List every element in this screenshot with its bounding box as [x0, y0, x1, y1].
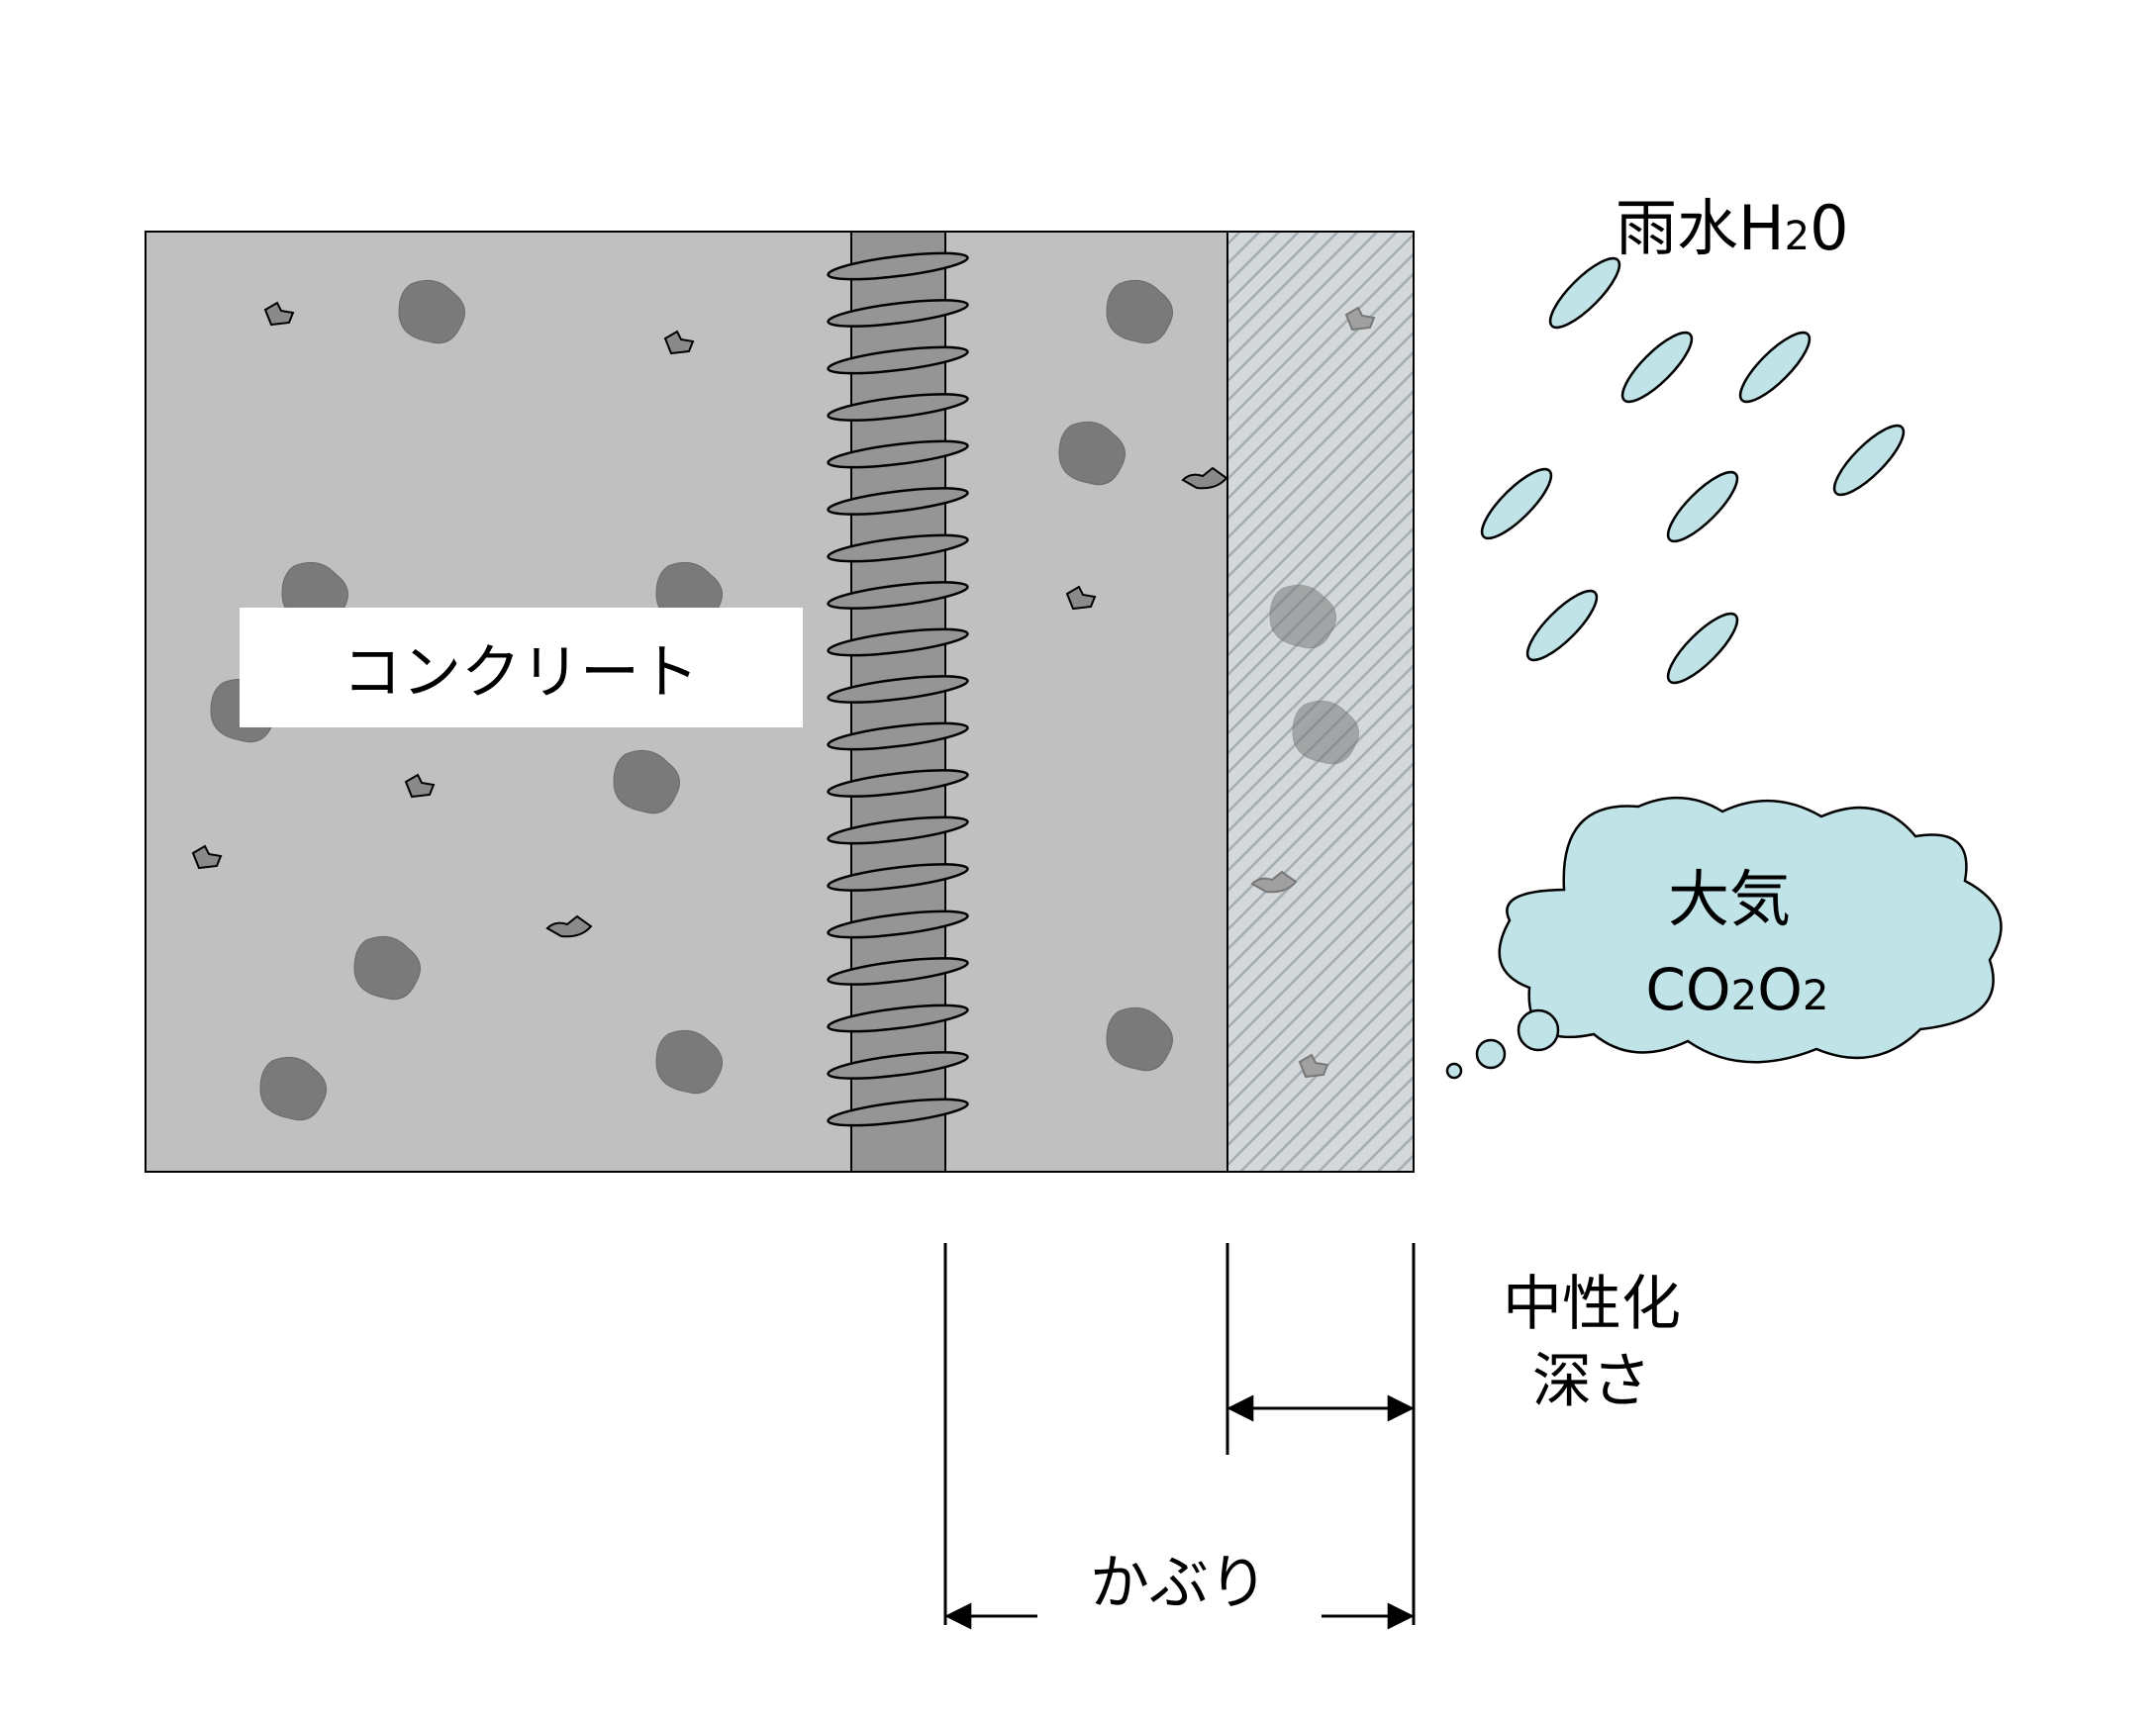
rebar-rib	[827, 675, 969, 704]
rebar	[827, 231, 969, 1173]
rebar-rib	[827, 909, 969, 939]
carbonation-depth-label-line2: 深さ	[1532, 1347, 1651, 1416]
rain-label-tail: 0	[1810, 192, 1848, 264]
rain-label: 雨水H20	[1616, 192, 1849, 264]
o2-text: O	[1757, 956, 1803, 1023]
rebar-rib	[827, 439, 969, 469]
raindrop-icon	[1480, 467, 1553, 540]
rebar-rib	[827, 863, 969, 892]
rebar-rib	[827, 721, 969, 751]
thought-bubble-medium	[1475, 1038, 1507, 1070]
cover-label: かぶり	[1090, 1549, 1268, 1618]
carbonation-depth-label-line1: 中性化	[1503, 1270, 1681, 1339]
concrete-label-box	[240, 608, 803, 727]
concrete-label: コンクリート	[343, 638, 699, 708]
thought-bubble-large	[1517, 1008, 1560, 1052]
rain-label-text: 雨水H	[1616, 192, 1785, 264]
rebar-rib	[827, 1098, 969, 1127]
rebar-rib	[827, 815, 969, 845]
rebar-rib	[827, 769, 969, 798]
rebar-ribs	[827, 251, 969, 1127]
co2-subscript: 2	[1731, 971, 1758, 1019]
rebar-rib	[827, 393, 969, 422]
o2-subscript: 2	[1803, 971, 1829, 1019]
dimension-lines	[943, 1243, 1416, 1630]
rebar-rib	[827, 627, 969, 657]
gases-label: CO2O2	[1645, 956, 1828, 1023]
rebar-rib	[827, 345, 969, 375]
atmosphere-cloud	[1445, 796, 2003, 1080]
rebar-rib	[827, 1051, 969, 1080]
rebar-rib	[827, 251, 969, 281]
rebar-rib	[827, 1004, 969, 1033]
raindrop-icon	[1525, 589, 1599, 662]
rain-label-subscript: 2	[1785, 214, 1810, 259]
fine-aggregates	[191, 301, 1376, 1079]
raindrop-icon	[1738, 331, 1812, 404]
rebar-rib	[827, 533, 969, 563]
thought-bubble-small	[1445, 1062, 1463, 1080]
raindrop-icon	[1666, 470, 1739, 543]
raindrop-icon	[1548, 256, 1621, 330]
rebar-rib	[827, 487, 969, 516]
raindrop-icon	[1832, 424, 1906, 497]
raindrop-icon	[1620, 331, 1694, 404]
rebar-rib	[827, 581, 969, 610]
raindrop-icon	[1666, 612, 1739, 685]
rebar-rib	[827, 299, 969, 328]
raindrops	[1480, 256, 1906, 685]
rebar-rib	[827, 957, 969, 986]
atmosphere-label: 大気	[1668, 863, 1791, 935]
co2-text: CO	[1645, 956, 1730, 1023]
